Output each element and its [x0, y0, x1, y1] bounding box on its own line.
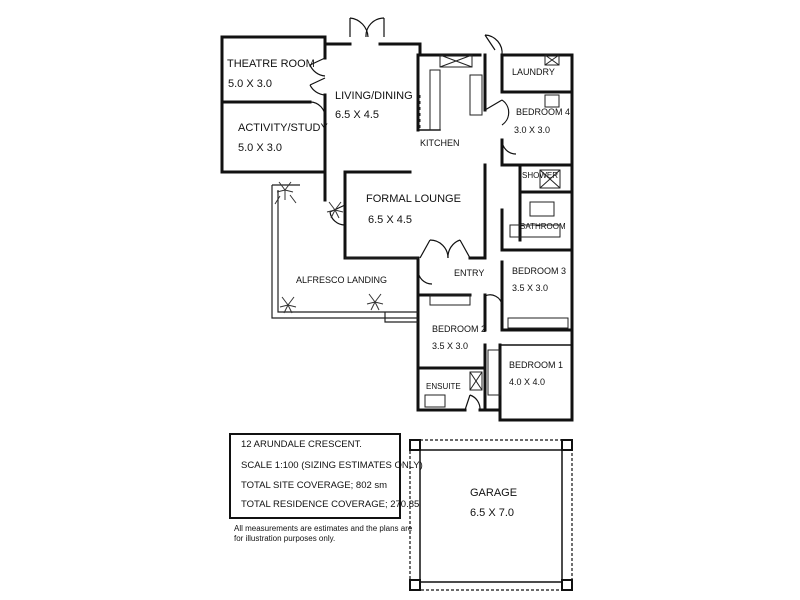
room-formal-name: FORMAL LOUNGE: [366, 193, 461, 205]
doors: [309, 17, 517, 411]
kitchen-upper-cabinet: [439, 54, 473, 68]
room-activity-name: ACTIVITY/STUDY: [238, 122, 328, 134]
wall-north-step: [323, 35, 352, 46]
garage-post: [409, 439, 421, 451]
door-entry-right: [447, 239, 471, 259]
kitchen-island: [429, 69, 441, 131]
property-address: 12 ARUNDALE CRESCENT.: [241, 439, 362, 450]
ensuite-shower: [469, 371, 483, 391]
door-kitchen-hall: [484, 99, 510, 126]
garage-post: [409, 579, 421, 591]
door-laundry: [484, 34, 503, 56]
shower-tray: [539, 169, 561, 189]
room-living-name: LIVING/DINING: [335, 90, 413, 102]
plant-icon: [326, 201, 344, 219]
room-living-size: 6.5 X 4.5: [335, 109, 380, 121]
room-bathroom-name: BATHROOM: [520, 222, 566, 231]
kitchen-bench-east: [469, 74, 483, 116]
room-bedroom3-name: BEDROOM 3: [512, 266, 567, 276]
shower-mark: [539, 169, 561, 189]
bed2-robe: [429, 294, 471, 306]
site-coverage: TOTAL SITE COVERAGE; 802 sm: [241, 480, 388, 491]
ensuite-shower-mark: [469, 371, 483, 391]
alfresco-edge-inner: [277, 190, 418, 313]
room-activity-size: 5.0 X 3.0: [238, 142, 283, 154]
door-north-left: [349, 17, 369, 38]
door-ensuite: [464, 394, 481, 411]
room-kitchen-name: KITCHEN: [420, 138, 460, 148]
kitchen-sink-mark: [439, 54, 473, 68]
plant-icon: [274, 181, 297, 205]
room-theatre-size: 5.0 X 3.0: [228, 78, 273, 90]
garage-post: [561, 439, 573, 451]
door-theatre-b: [309, 77, 326, 96]
property-info-box: 12 ARUNDALE CRESCENT. SCALE 1:100 (SIZIN…: [229, 433, 423, 519]
plants: [274, 181, 384, 314]
alfresco-edge-outer: [271, 185, 418, 319]
door-entry-left: [419, 239, 449, 259]
wall-west: [220, 35, 327, 174]
ensuite-vanity: [424, 394, 446, 408]
bed3-robe: [507, 317, 569, 329]
room-bedroom2-size: 3.5 X 3.0: [432, 341, 469, 351]
door-theatre: [309, 57, 326, 77]
door-bed3: [484, 294, 503, 306]
room-bedroom1-size: 4.0 X 4.0: [509, 377, 546, 387]
bed1-robe: [487, 349, 501, 396]
plan-scale: SCALE 1:100 (SIZING ESTIMATES ONLY): [241, 460, 423, 471]
garage-inner: [419, 449, 563, 583]
bathroom-bath: [509, 224, 561, 238]
room-laundry-name: LAUNDRY: [512, 67, 555, 77]
door-activity: [309, 101, 326, 119]
alfresco-outline: [271, 184, 418, 323]
wall-north-kitchen: [378, 42, 482, 57]
bathroom-vanity: [529, 201, 555, 217]
room-garage-size: 6.5 X 7.0: [470, 507, 515, 519]
room-alfresco-name: ALFRESCO LANDING: [296, 275, 388, 285]
room-garage-name: GARAGE: [470, 487, 518, 499]
room-bedroom4-name: BEDROOM 4: [516, 107, 571, 117]
room-bedroom1-name: BEDROOM 1: [509, 360, 564, 370]
door-north-right: [365, 17, 385, 38]
plant-icon: [366, 293, 384, 311]
laundry-tub: [544, 54, 560, 66]
garage-post: [561, 579, 573, 591]
residence-coverage: TOTAL RESIDENCE COVERAGE; 270.85: [241, 499, 420, 510]
garage-outer-dashed: [409, 439, 573, 591]
room-bedroom3-size: 3.5 X 3.0: [512, 283, 549, 293]
garage-outline: [409, 439, 573, 591]
door-bedroom4: [501, 139, 517, 155]
room-ensuite-name: ENSUITE: [426, 382, 461, 391]
room-theatre-name: THEATRE ROOM: [227, 58, 315, 70]
room-bedroom4-size: 3.0 X 3.0: [514, 125, 551, 135]
wall-bedroom4-south: [500, 138, 574, 167]
wall-formal-east: [468, 163, 487, 260]
fixtures: [419, 54, 569, 408]
bedroom4-robe: [544, 94, 560, 108]
room-shower-name: SHOWER: [522, 171, 558, 180]
walls: [220, 35, 574, 422]
alfresco-step: [384, 312, 418, 323]
laundry-tub-mark: [544, 54, 560, 66]
door-bed2: [417, 269, 433, 285]
disclaimer-note: All measurements are estimates and the p…: [234, 524, 413, 544]
room-formal-size: 6.5 X 4.5: [368, 214, 413, 226]
room-bedroom2-name: BEDROOM 2: [432, 324, 487, 334]
room-entry-name: ENTRY: [454, 268, 485, 278]
plant-icon: [279, 296, 297, 314]
